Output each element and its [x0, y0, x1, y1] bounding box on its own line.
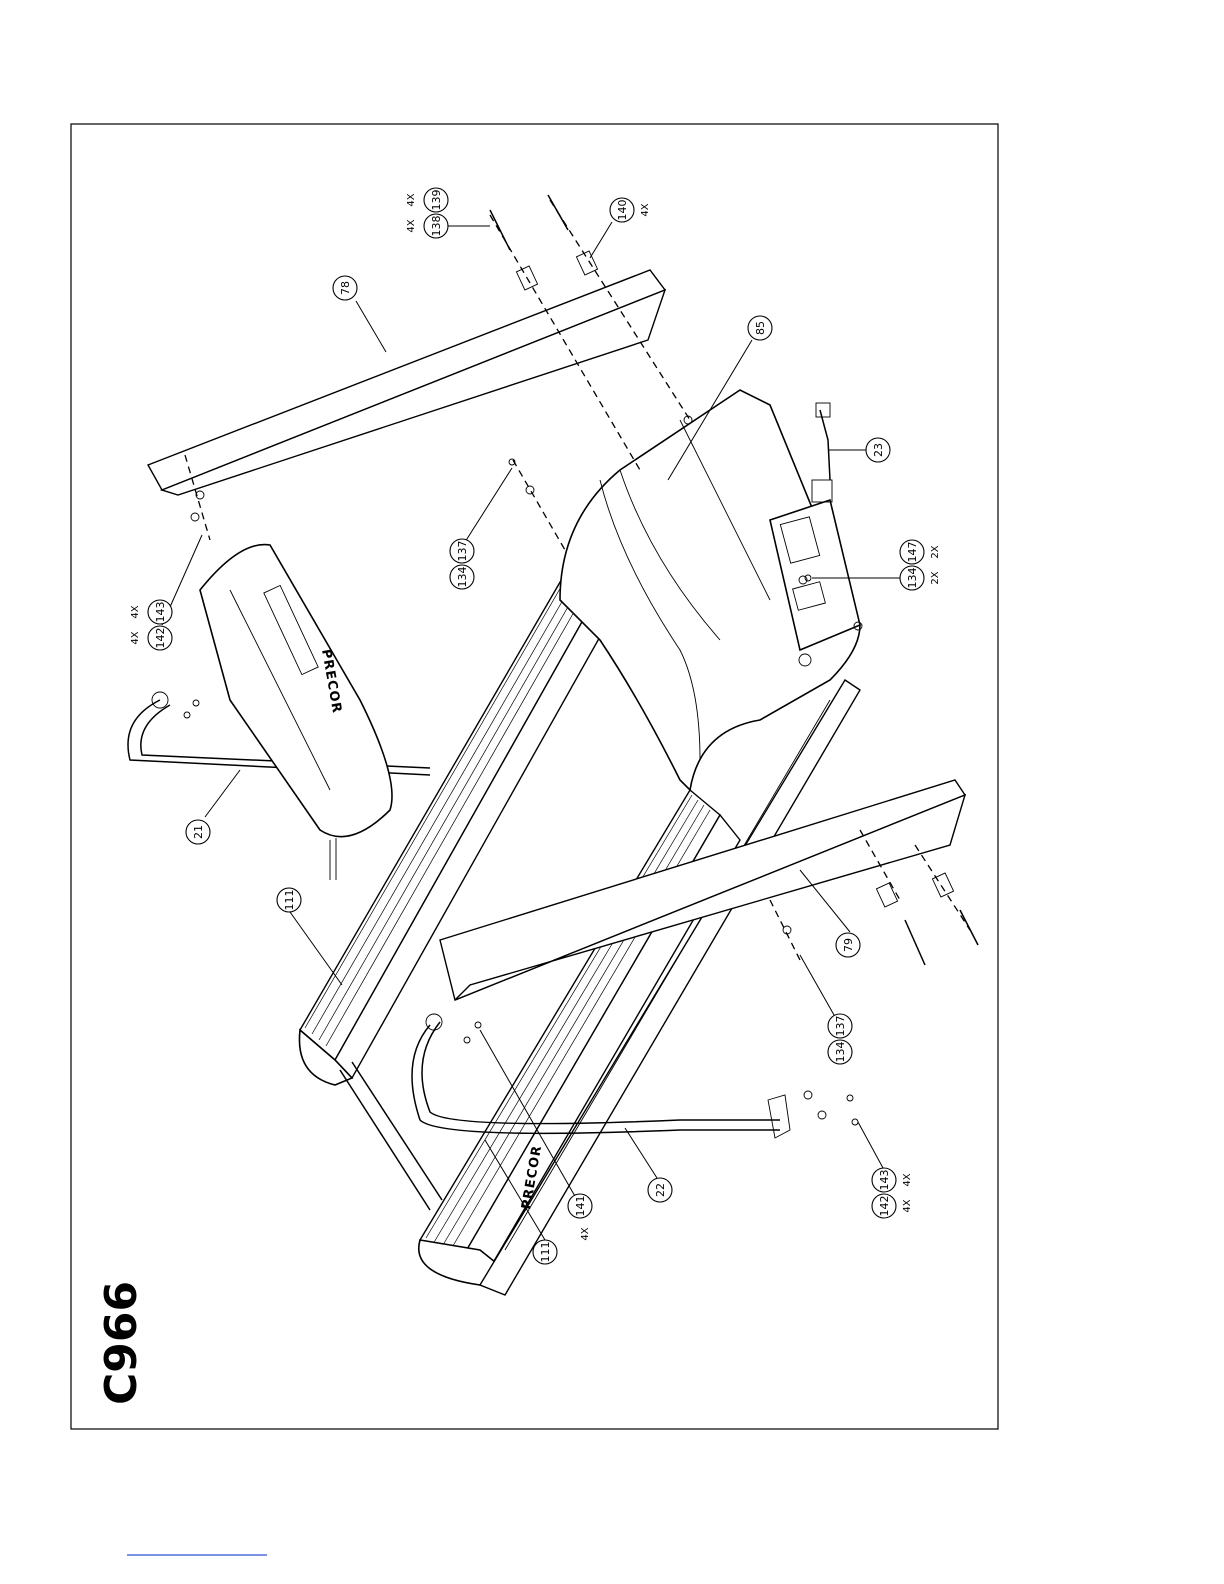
svg-text:4X: 4X: [130, 631, 141, 644]
svg-text:134: 134: [834, 1042, 847, 1063]
callout-139[interactable]: 139 4X: [406, 188, 448, 212]
callout-142-upper[interactable]: 142 4X: [130, 626, 172, 650]
callout-143-upper[interactable]: 143 4X: [130, 600, 172, 624]
svg-text:142: 142: [154, 628, 167, 649]
svg-text:111: 111: [539, 1242, 552, 1263]
svg-text:4X: 4X: [640, 203, 651, 216]
callout-111-lower[interactable]: 111: [533, 1240, 557, 1264]
svg-text:85: 85: [754, 321, 767, 335]
svg-text:78: 78: [339, 281, 352, 295]
callout-141[interactable]: 141 4X: [568, 1194, 592, 1241]
svg-text:21: 21: [192, 825, 205, 839]
svg-text:143: 143: [878, 1170, 891, 1191]
treadmill-drawing: PRECOR PRECOR: [128, 270, 965, 1295]
svg-text:4X: 4X: [902, 1199, 913, 1212]
callout-134-lower[interactable]: 134: [828, 1040, 852, 1064]
callout-79[interactable]: 79: [836, 933, 860, 957]
svg-text:4X: 4X: [130, 605, 141, 618]
svg-text:4X: 4X: [580, 1227, 591, 1240]
callout-138[interactable]: 138 4X: [406, 214, 448, 238]
svg-text:22: 22: [654, 1183, 667, 1197]
callout-137-upper[interactable]: 137: [450, 539, 474, 563]
svg-text:4X: 4X: [902, 1173, 913, 1186]
svg-text:147: 147: [906, 542, 919, 563]
model-title: C966: [96, 1281, 147, 1405]
svg-text:142: 142: [878, 1196, 891, 1217]
callout-78[interactable]: 78: [333, 276, 357, 300]
svg-text:134: 134: [456, 567, 469, 588]
svg-text:139: 139: [430, 190, 443, 211]
svg-text:140: 140: [616, 200, 629, 221]
callout-134-upper[interactable]: 134: [450, 565, 474, 589]
callout-134-hood[interactable]: 134 2X: [900, 566, 941, 590]
svg-text:2X: 2X: [930, 545, 941, 558]
svg-text:134: 134: [906, 568, 919, 589]
svg-text:4X: 4X: [406, 193, 417, 206]
callout-147[interactable]: 147 2X: [900, 540, 941, 564]
svg-text:79: 79: [842, 938, 855, 952]
svg-text:4X: 4X: [406, 219, 417, 232]
callout-22[interactable]: 22: [648, 1178, 672, 1202]
svg-text:2X: 2X: [930, 571, 941, 584]
callout-137-lower[interactable]: 137: [828, 1014, 852, 1038]
svg-text:143: 143: [154, 602, 167, 623]
callout-111-upper[interactable]: 111: [277, 888, 301, 912]
callout-142-lower[interactable]: 142 4X: [872, 1194, 913, 1218]
svg-text:23: 23: [872, 443, 885, 457]
callout-140[interactable]: 140 4X: [610, 198, 651, 222]
callout-143-lower[interactable]: 143 4X: [872, 1168, 913, 1192]
svg-text:138: 138: [430, 216, 443, 237]
svg-text:137: 137: [456, 541, 469, 562]
callout-85[interactable]: 85: [748, 316, 772, 340]
callout-21[interactable]: 21: [186, 820, 210, 844]
svg-text:137: 137: [834, 1016, 847, 1037]
callout-23[interactable]: 23: [866, 438, 890, 462]
svg-text:111: 111: [283, 890, 296, 911]
svg-text:141: 141: [574, 1196, 587, 1217]
